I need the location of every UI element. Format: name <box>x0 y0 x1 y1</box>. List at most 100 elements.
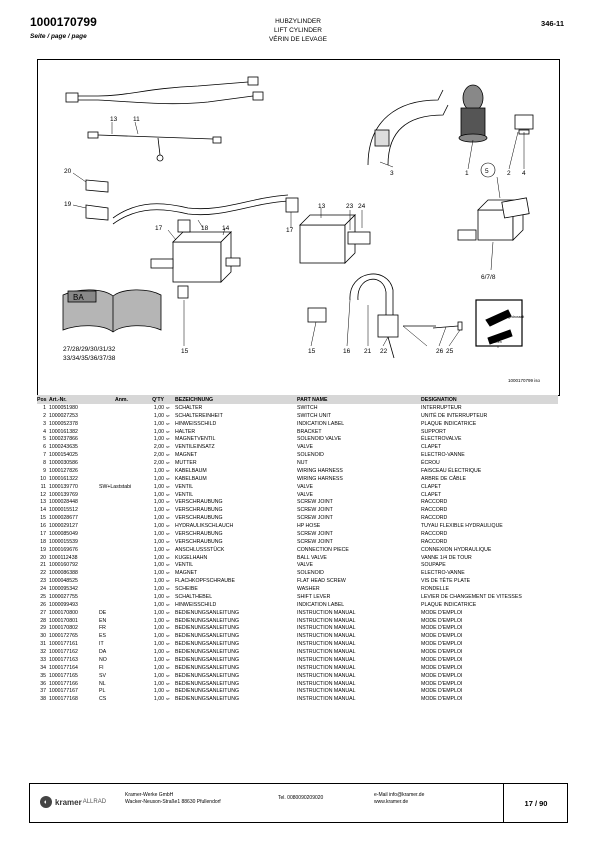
cell-unit: ST <box>166 634 170 639</box>
cell-bez: VERSCHRAUBUNG <box>175 499 223 506</box>
cell-des: MODE D'EMPLOI <box>421 696 463 703</box>
cell-part: INSTRUCTION MANUAL <box>297 672 356 679</box>
cell-anm: FI <box>99 664 104 671</box>
cell-art: 1000160792 <box>49 562 78 569</box>
callout-15a: 17 <box>155 225 163 232</box>
cell-art: 1000177161 <box>49 641 78 648</box>
callout-678: 6/7/8 <box>481 274 496 281</box>
cell-bez: KABELBAUM <box>175 475 207 482</box>
joystick-1-drawing <box>458 84 488 143</box>
cell-unit: ST <box>166 468 170 473</box>
callout-13a: 15 <box>181 348 189 355</box>
cell-qty: 1,00 <box>153 570 164 577</box>
cell-unit: ST <box>166 579 170 584</box>
cell-part: VALVE <box>297 491 313 498</box>
cell-des: RACCORD <box>421 499 448 506</box>
drawing-reference: 1000170799 iso <box>508 378 541 383</box>
cell-art: 1000177165 <box>49 672 78 679</box>
callout-15b: 17 <box>286 227 294 234</box>
cell-pos: 24 <box>40 586 46 593</box>
cell-des: CLAPET <box>421 444 442 451</box>
cell-des: MODE D'EMPLOI <box>421 617 463 624</box>
callout-17: 19 <box>64 201 72 208</box>
cell-bez: VENTIL <box>175 483 194 490</box>
cell-unit: ST <box>166 500 170 505</box>
cell-anm: DA <box>99 649 107 656</box>
cell-bez: BEDIENUNGSANLEITUNG <box>175 664 239 671</box>
cell-part: SCREW JOINT <box>297 499 333 506</box>
cell-pos: 4 <box>43 428 46 435</box>
cell-qty: 1,00 <box>153 601 164 608</box>
cell-unit: ST <box>166 602 170 607</box>
cell-qty: 1,00 <box>153 499 164 506</box>
cell-des: MODE D'EMPLOI <box>421 656 463 663</box>
cell-des: MODE D'EMPLOI <box>421 688 463 695</box>
cell-unit: ST <box>166 626 170 631</box>
cell-pos: 2 <box>43 412 46 419</box>
cell-bez: SCHALTER <box>175 404 203 411</box>
title-de: HUBZYLINDER <box>275 18 321 25</box>
cell-art: 1000112438 <box>49 554 78 561</box>
cell-unit: ST <box>166 539 170 544</box>
cell-unit: ST <box>166 461 170 466</box>
cell-part: FLAT HEAD SCREW <box>297 578 346 585</box>
cell-des: RACCORD <box>421 515 448 522</box>
cell-pos: 3 <box>43 420 46 427</box>
cell-unit: ST <box>166 642 170 647</box>
company-name: Kramer-Werke GmbH <box>125 792 174 798</box>
cell-bez: BEDIENUNGSANLEITUNG <box>175 641 239 648</box>
cell-pos: 13 <box>40 499 46 506</box>
cell-unit: ST <box>166 453 170 458</box>
sign-text-top: gedrosselt <box>508 315 524 319</box>
cell-art: 1000099493 <box>49 601 78 608</box>
cell-art: 1000027253 <box>49 412 78 419</box>
cell-qty: 2,00 <box>153 460 164 467</box>
callout-19: 21 <box>364 348 372 355</box>
callout-3: 3 <box>390 170 394 177</box>
cell-art: 1000015512 <box>49 507 78 514</box>
cell-des: PLAQUE INDICATRICE <box>421 420 477 427</box>
cell-des: ARBRE DE CÂBLE <box>421 475 466 482</box>
callout-14: 16 <box>343 348 351 355</box>
cell-qty: 1,00 <box>153 546 164 553</box>
cell-art: 1000172765 <box>49 633 78 640</box>
cell-des: RACCORD <box>421 507 448 514</box>
cell-unit: ST <box>166 413 170 418</box>
cell-qty: 1,00 <box>153 475 164 482</box>
cell-unit: ST <box>166 610 170 615</box>
cell-bez: VENTIL <box>175 491 194 498</box>
callout-13b: 15 <box>308 348 316 355</box>
cell-bez: HYDRAULIKSCHLAUCH <box>175 523 234 530</box>
cell-art: 1000177167 <box>49 688 78 695</box>
cell-qty: 1,00 <box>153 680 164 687</box>
cell-part: WIRING HARNESS <box>297 467 343 474</box>
cell-qty: 1,00 <box>153 649 164 656</box>
cell-part: WIRING HARNESS <box>297 475 343 482</box>
cell-qty: 1,00 <box>153 609 164 616</box>
col-art: Art.-Nr. <box>49 396 67 403</box>
cell-pos: 25 <box>40 593 46 600</box>
cell-pos: 32 <box>40 649 46 656</box>
cell-pos: 33 <box>40 656 46 663</box>
cell-part: SHIFT LEVER <box>297 593 331 600</box>
email: e-Mail info@kramer.de <box>374 792 425 798</box>
cell-unit: ST <box>166 618 170 623</box>
website: www.kramer.de <box>374 799 409 805</box>
cell-unit: ST <box>166 571 170 576</box>
callout-4: 4 <box>522 170 526 177</box>
cell-qty: 1,00 <box>153 420 164 427</box>
cell-pos: 23 <box>40 578 46 585</box>
cell-des: VIS DE TÊTE PLATE <box>421 578 471 585</box>
cell-des: INTERRUPTEUR <box>421 404 462 411</box>
col-des: DESIGNATION <box>421 396 457 403</box>
cell-anm: SW+Laststabi <box>99 483 132 490</box>
cell-pos: 12 <box>40 491 46 498</box>
title-fr: VÉRIN DE LEVAGE <box>268 36 328 43</box>
